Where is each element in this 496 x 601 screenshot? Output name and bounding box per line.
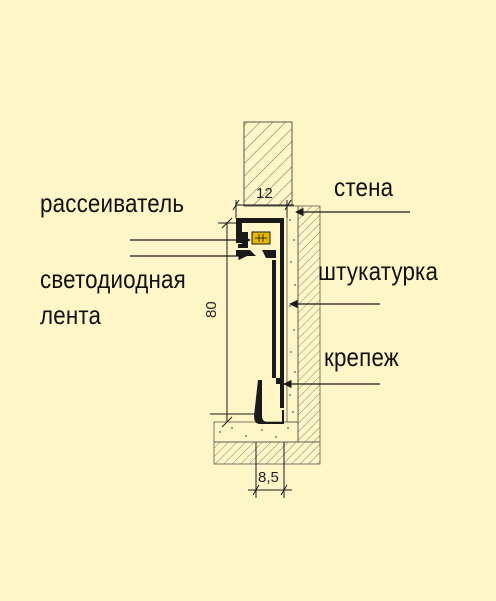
wall-section bbox=[243, 121, 293, 207]
plinth-profile bbox=[236, 218, 284, 424]
label-led-strip-line2: лента bbox=[40, 300, 102, 330]
label-led-strip-line1: светодиодная bbox=[40, 264, 186, 294]
label-fastener: крепеж bbox=[324, 342, 399, 372]
led-strip-chip bbox=[251, 231, 271, 245]
dimension-height bbox=[210, 217, 258, 428]
dimension-height-value: 80 bbox=[203, 301, 220, 318]
plaster-layer bbox=[286, 205, 299, 423]
label-wall: стена bbox=[334, 172, 394, 202]
label-diffuser: рассеиватель bbox=[40, 188, 185, 218]
dimension-bottom-width-value: 8,5 bbox=[258, 469, 279, 486]
dimension-bottom-width bbox=[248, 442, 292, 498]
label-plaster: штукатурка bbox=[318, 256, 439, 286]
wall-body bbox=[297, 205, 321, 443]
dimension-top-width-value: 12 bbox=[256, 185, 273, 202]
dimension-top-width bbox=[232, 199, 294, 218]
